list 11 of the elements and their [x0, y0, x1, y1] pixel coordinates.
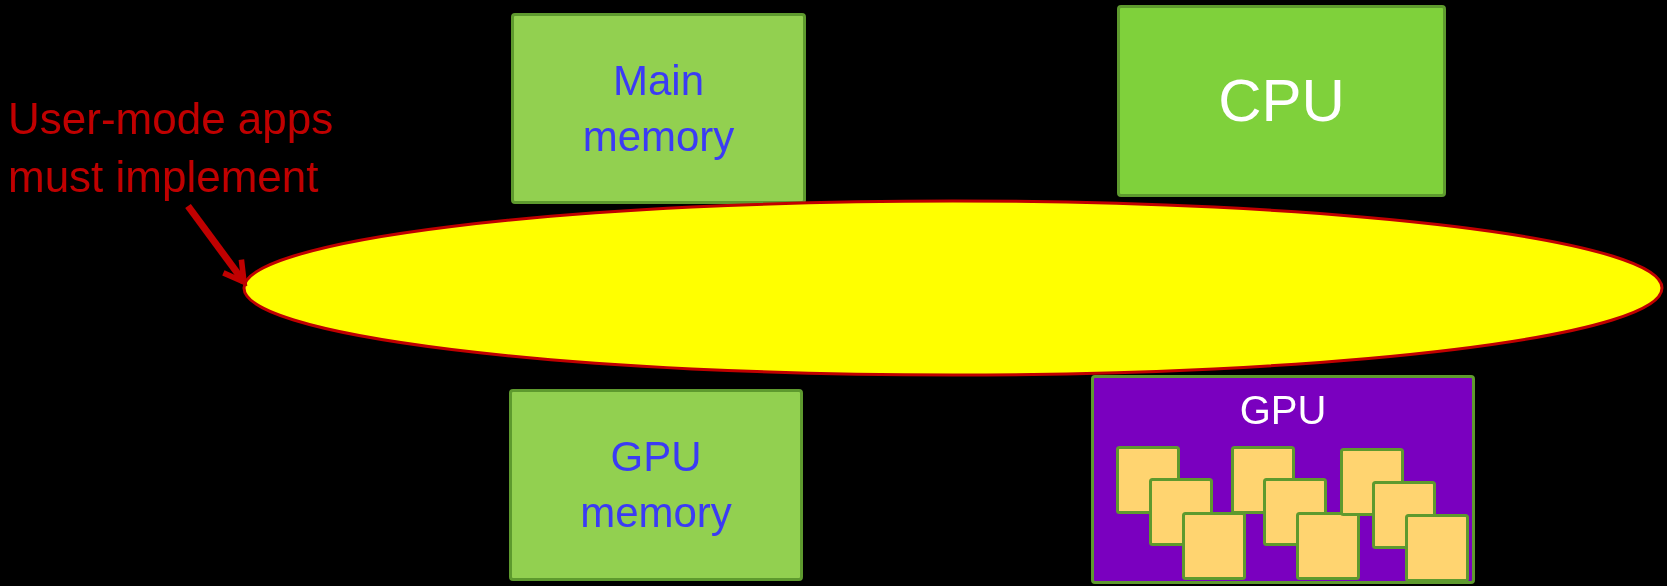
- memory-box: [509, 389, 803, 581]
- gpu-box: [1091, 375, 1475, 584]
- arrow: [185, 203, 247, 285]
- cpu-box: [1117, 5, 1446, 197]
- memory-box: [511, 13, 806, 204]
- highlight-ellipse: [242, 199, 1664, 377]
- box-label: GPU: [1239, 387, 1327, 434]
- callout-text: User-mode apps must implement: [8, 93, 335, 203]
- box-label: Main memory: [581, 55, 736, 162]
- box-label: GPU memory: [579, 432, 733, 538]
- box-label: CPU: [1218, 66, 1345, 136]
